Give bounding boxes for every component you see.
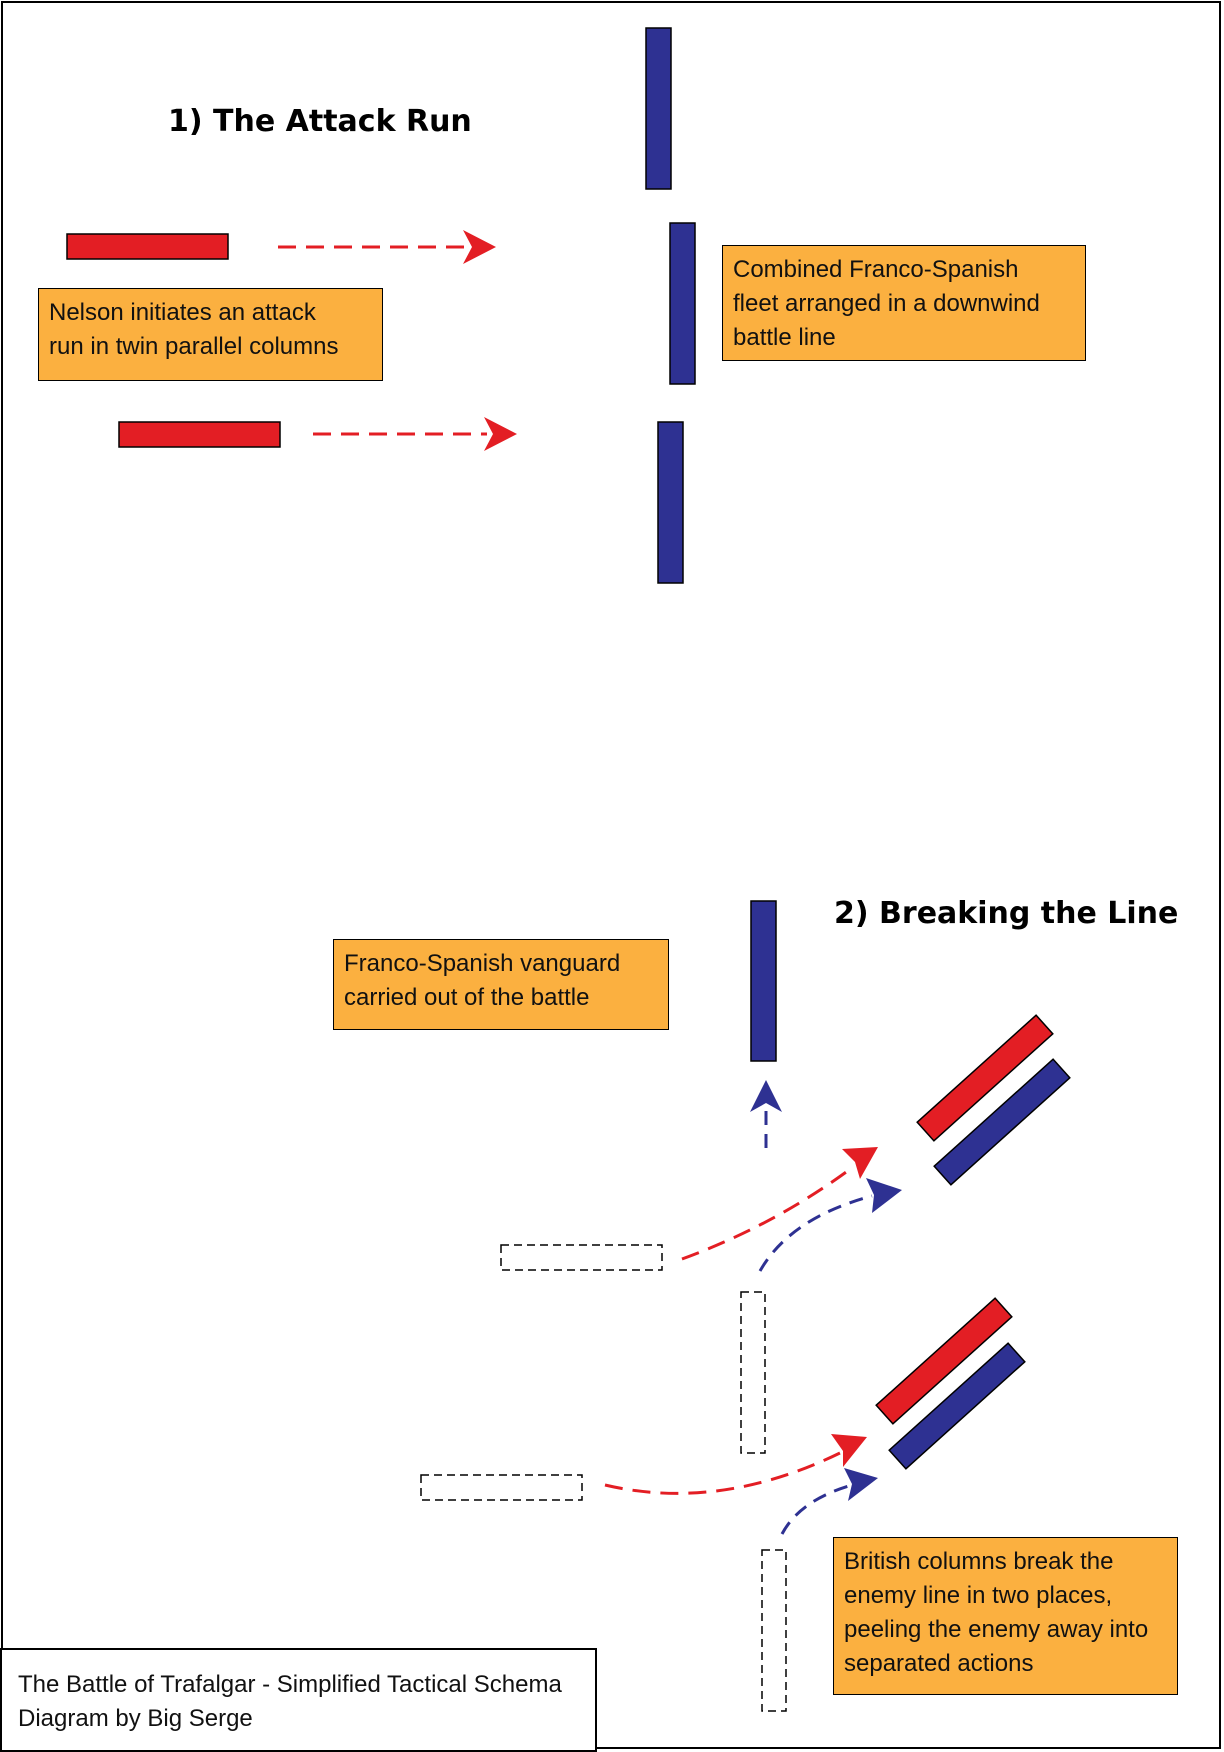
enemy-separated-south (888, 1342, 1026, 1470)
nelson-note: Nelson initiates an attack run in twin p… (38, 288, 383, 381)
engagement-south (875, 1297, 1026, 1470)
british-note-line: peeling the enemy away into (844, 1616, 1149, 1643)
break-arrow-blue-north (758, 1178, 902, 1272)
british-breakthrough-south (875, 1297, 1013, 1425)
credit-box: The Battle of Trafalgar - Simplified Tac… (0, 1648, 597, 1752)
former-british-column-north (500, 1244, 663, 1271)
break-arrow-blue-south (780, 1468, 878, 1535)
fleet-note-line: fleet arranged in a downwind (733, 290, 1040, 317)
enemy-line-center (669, 222, 696, 385)
fleet-note-line: battle line (733, 324, 836, 351)
fleet-note-line: Combined Franco-Spanish (733, 256, 1019, 283)
nelson-note-line: run in twin parallel columns (49, 333, 339, 360)
engagement-north (916, 1014, 1071, 1186)
section1-heading: 1) The Attack Run (168, 104, 472, 139)
enemy-line-van (645, 27, 672, 190)
vanguard-note: Franco-Spanish vanguard carried out of t… (333, 939, 669, 1030)
former-british-column-south (420, 1474, 583, 1501)
british-column-south (118, 421, 281, 448)
section2-heading: 2) Breaking the Line (834, 896, 1179, 931)
british-breakthrough-north (916, 1014, 1054, 1142)
fleet-note: Combined Franco-Spanish fleet arranged i… (722, 245, 1086, 361)
british-note-line: British columns break the (844, 1548, 1114, 1575)
enemy-separated-north (933, 1058, 1071, 1186)
vanguard-arrow (750, 1080, 782, 1148)
british-note-line: separated actions (844, 1650, 1034, 1677)
attack-arrow-north (278, 230, 496, 264)
former-enemy-center (740, 1291, 766, 1454)
attack-arrow-south (313, 417, 517, 451)
break-arrow-red-south (604, 1434, 867, 1495)
diagram-title: The Battle of Trafalgar - Simplified Tac… (18, 1671, 562, 1698)
british-column-north (66, 233, 229, 260)
break-arrow-red-north (681, 1147, 878, 1261)
enemy-vanguard (750, 900, 777, 1062)
british-note-line: enemy line in two places, (844, 1582, 1113, 1609)
nelson-note-line: Nelson initiates an attack (49, 299, 316, 326)
vanguard-note-line: Franco-Spanish vanguard (344, 950, 621, 977)
former-enemy-rear (761, 1549, 787, 1712)
vanguard-note-line: carried out of the battle (344, 984, 590, 1011)
diagram-credit: Diagram by Big Serge (18, 1705, 253, 1732)
enemy-line-rear (657, 421, 684, 584)
british-note: British columns break the enemy line in … (833, 1537, 1178, 1695)
